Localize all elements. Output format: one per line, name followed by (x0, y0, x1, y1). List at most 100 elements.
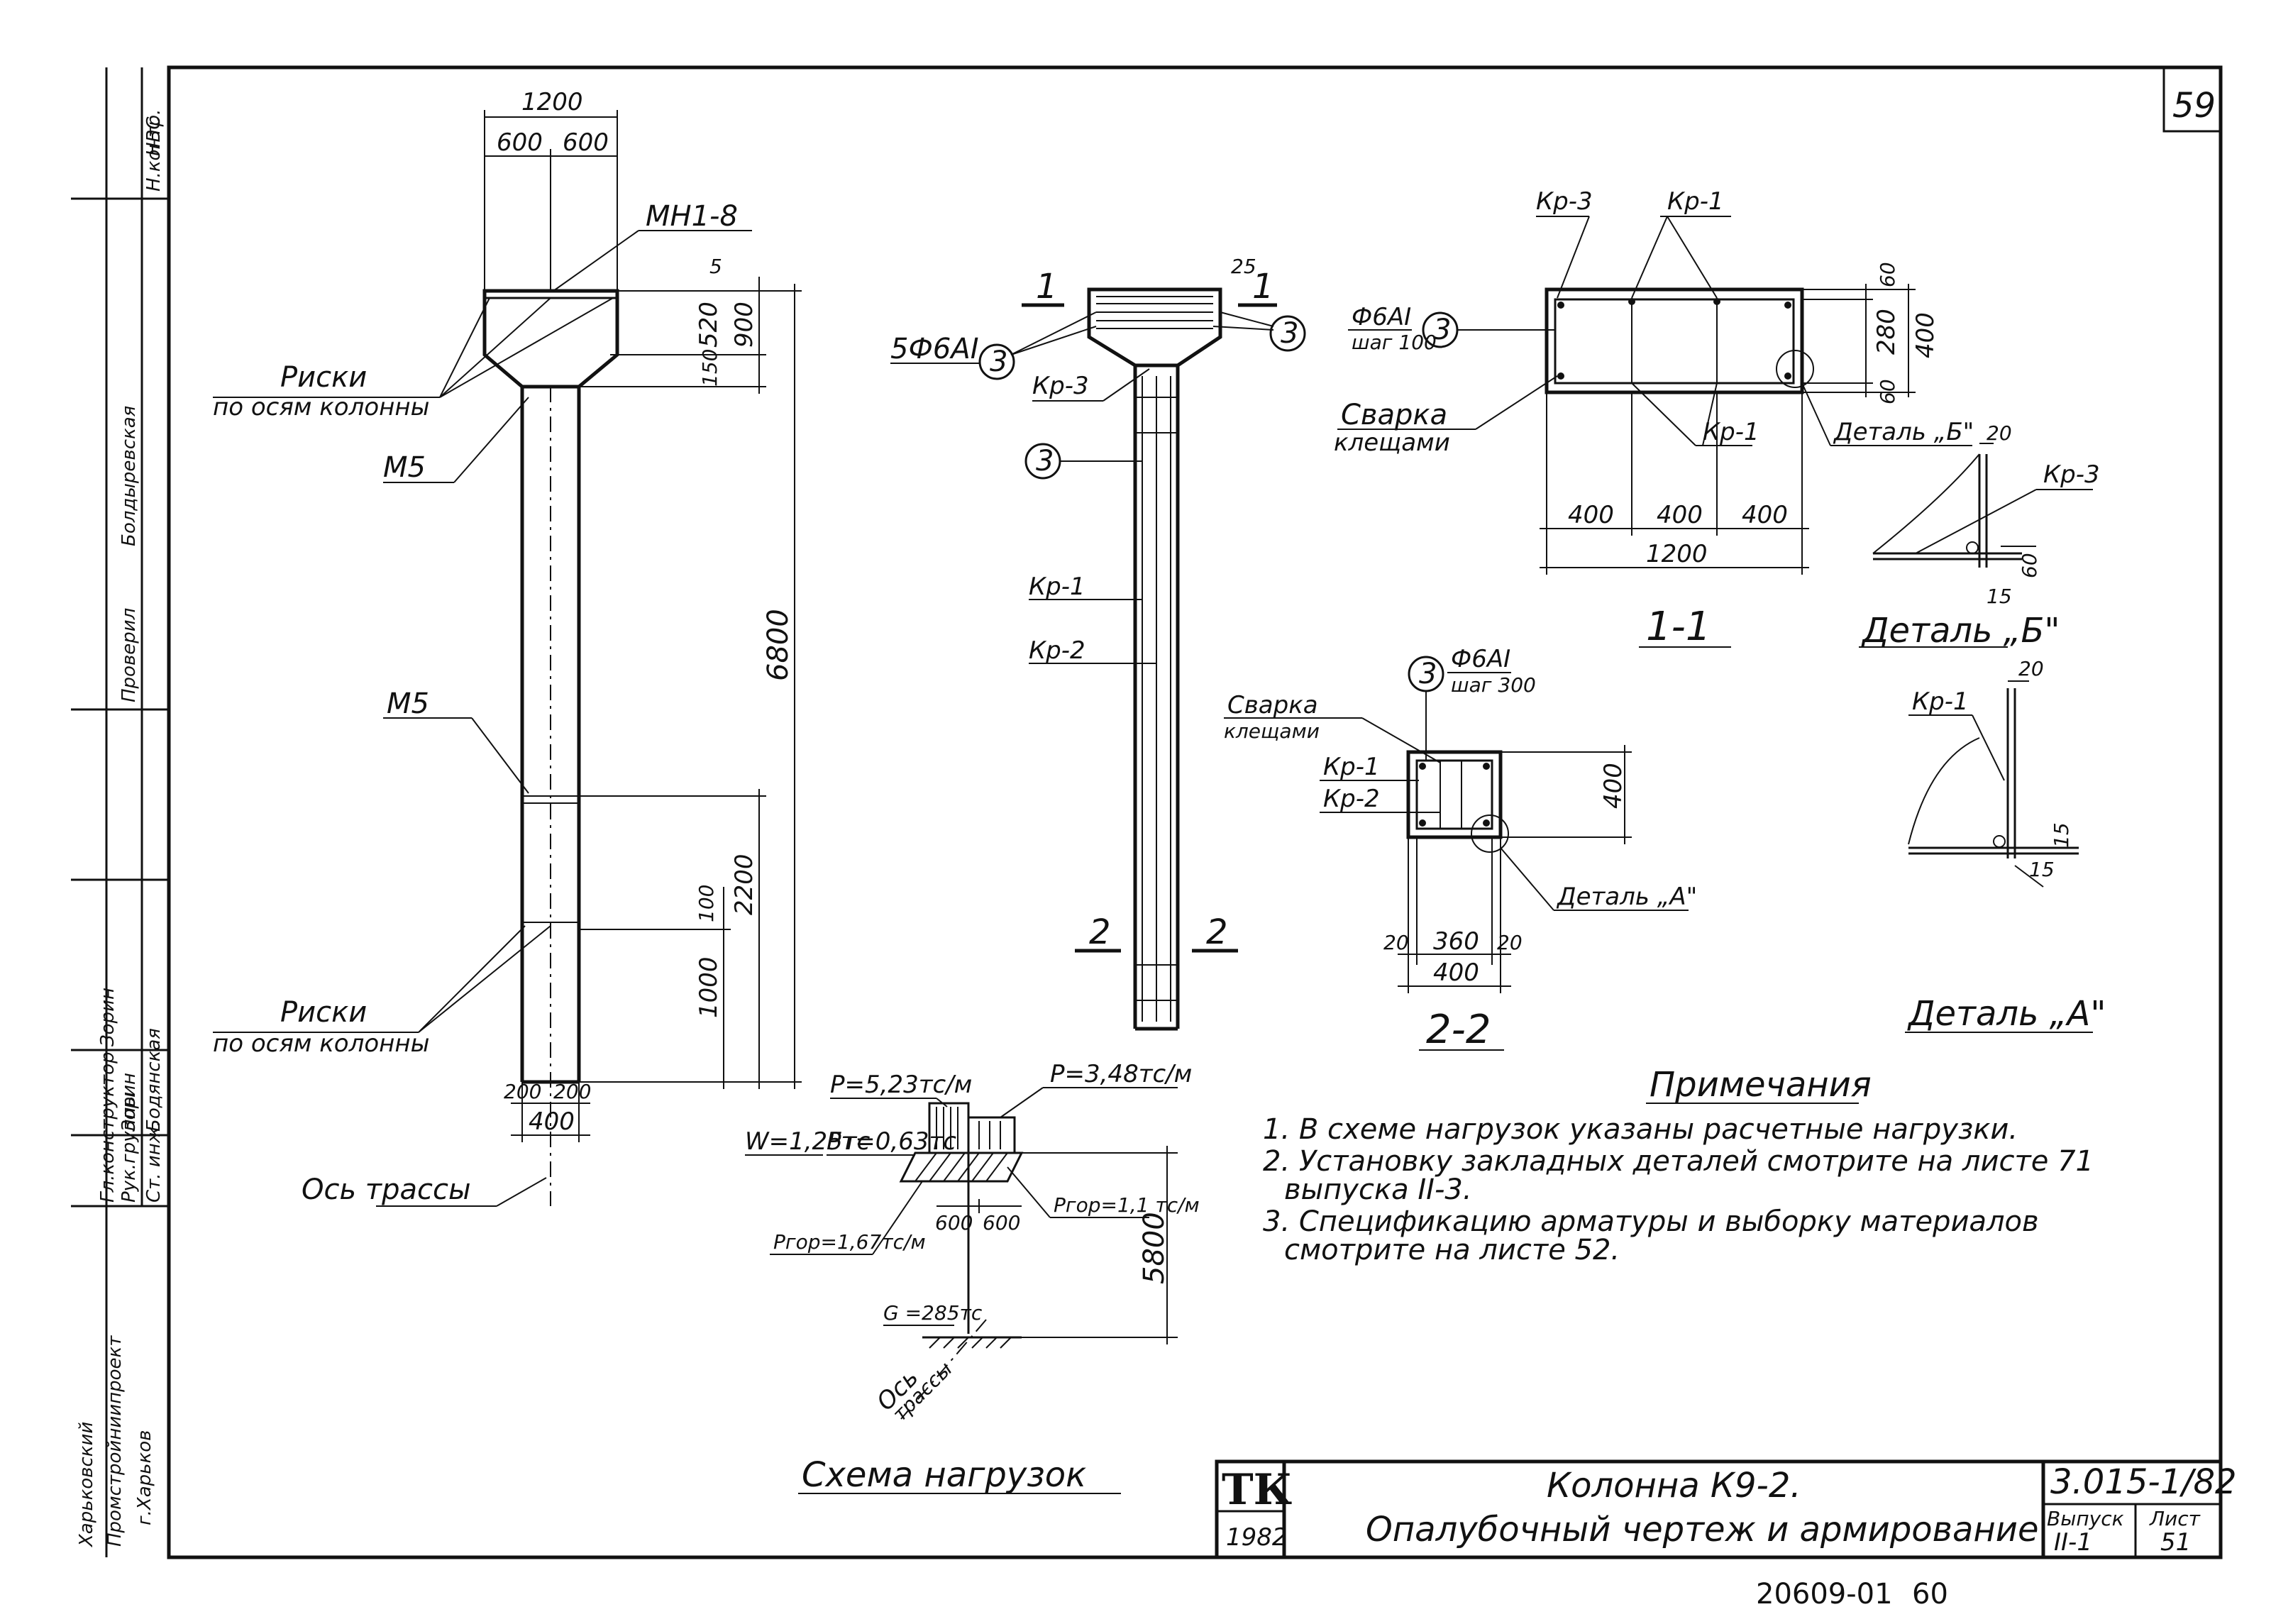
load-label-p2: P=3,48тс/м (1050, 1060, 1192, 1088)
rebar-section-2-left: 2 (1089, 912, 1111, 952)
dim-150: 150 (698, 349, 722, 387)
load-scheme-title: Схема нагрузок (802, 1455, 1086, 1495)
detail-a-dim-20: 20 (2018, 657, 2044, 680)
s11-dim-60-top: 60 (1876, 262, 1899, 287)
load-label-pgor-right: Pгор=1,1 тс/м (1054, 1193, 1200, 1217)
archive-number: 20609-01 (1756, 1578, 1893, 1611)
rebar-dim-25: 25 (1231, 255, 1256, 278)
rebar-head-outline (1087, 287, 1222, 368)
label-m5-upper: М5 (383, 451, 426, 484)
side-name4: Болдыревская (118, 406, 140, 546)
s22-label-detail-a: Деталь „А" (1556, 883, 1697, 911)
dim-1200-top: 1200 (521, 88, 583, 116)
title-block: ТК 1982 Колонна К9-2. Опалубочный чертеж… (1215, 1459, 2237, 1559)
dim-1000: 1000 (695, 956, 723, 1018)
s11-dim-400-c: 400 (1742, 501, 1788, 529)
notes: Примечания 1. В схеме нагрузок указаны р… (1263, 1065, 2094, 1266)
s22-label-weld: Сварка (1227, 691, 1318, 719)
side-name5: НВС (143, 116, 165, 156)
s11-dim-1200: 1200 (1646, 540, 1708, 568)
s11-dim-400-v: 400 (1911, 312, 1940, 358)
rebar-circle-3-right: 3 (1281, 317, 1298, 350)
side-name3: Зорин (97, 988, 118, 1046)
section-2-2-outline (1406, 750, 1503, 839)
detail-a-title: Деталь „А" (1907, 994, 2106, 1034)
dim-6800: 6800 (762, 609, 795, 681)
rebar-label-kr2: Кр-2 (1029, 636, 1085, 665)
s11-label-step: шаг 100 (1352, 331, 1437, 354)
detail-b-label-kr3: Кр-3 (2043, 460, 2100, 489)
rebar-section-1-right: 1 (1252, 267, 1274, 306)
title-code: 3.015-1/82 (2050, 1462, 2237, 1502)
side-org-line2: Промстройниипроект (104, 1335, 126, 1547)
title-line-1: Колонна К9-2. (1547, 1466, 1801, 1506)
s11-dim-400-b: 400 (1657, 501, 1703, 529)
load-label-w: W=1,25тс (745, 1127, 871, 1156)
s11-circle-3: 3 (1433, 314, 1451, 346)
load-dim-5800: 5800 (1138, 1212, 1171, 1284)
section-1-1-outline (1545, 287, 1804, 394)
title-sheet-label: Лист (2149, 1507, 2201, 1530)
label-mn1-8: МН1-8 (646, 200, 738, 233)
dim-900: 900 (730, 302, 758, 348)
side-role4: Проверил (118, 608, 140, 702)
s11-dim-60-bottom: 60 (1876, 379, 1899, 404)
notes-line-1: 1. В схеме нагрузок указаны расчетные на… (1263, 1113, 2018, 1146)
label-m5-lower: М5 (387, 687, 429, 720)
s22-dim-20-left: 20 (1383, 931, 1409, 954)
label-marks-bottom: Риски (280, 996, 367, 1029)
detail-b-dim-20: 20 (1987, 421, 2012, 445)
detail-a-dim-15-b: 15 (2029, 858, 2055, 881)
tk-logo: ТК (1222, 1465, 1292, 1515)
s22-title: 2-2 (1426, 1007, 1491, 1053)
dim-5: 5 (709, 255, 722, 278)
rebar-circle-3-left: 3 (990, 346, 1007, 378)
detail-b-title: Деталь „Б" (1861, 611, 2060, 651)
load-label-pt: Pт=0,63тс (827, 1127, 956, 1156)
s22-dim-400-v: 400 (1599, 763, 1628, 809)
dim-200-right: 200 (553, 1080, 591, 1103)
dim-600-right: 600 (563, 128, 609, 157)
dim-200-left: 200 (504, 1080, 541, 1103)
label-axis-trassa: Ось трассы (302, 1173, 471, 1206)
detail-b: 20 Кр-3 60 15 Деталь „Б" (1859, 421, 2100, 651)
archive-page: 60 (1912, 1578, 1948, 1611)
side-role5: Н.контр. (143, 109, 165, 192)
column-formwork-view: 1200 600 600 5 520 150 900 6800 100 2200… (213, 88, 802, 1207)
section-1-1: Кр-3 Кр-1 Ф6АI шаг 100 3 Сварка клещами … (1334, 187, 1974, 650)
notes-line-2: 2. Установку закладных деталей смотрите … (1263, 1145, 2094, 1178)
dim-600-left: 600 (497, 128, 543, 157)
load-dim-600-b: 600 (983, 1211, 1020, 1234)
load-dim-600-a: 600 (935, 1211, 973, 1234)
s22-dim-400: 400 (1433, 959, 1479, 987)
side-role1: Ст. инж. (143, 1121, 165, 1203)
s11-label-kr3: Кр-3 (1536, 187, 1593, 216)
side-name2: Зорин (118, 1073, 140, 1132)
dim-520: 520 (695, 302, 723, 348)
section-2-2: 3 Ф6АI шаг 300 Сварка клещами Кр-1 Кр-2 … (1224, 645, 1697, 1053)
title-line-2: Опалубочный чертеж и армирование (1366, 1510, 2038, 1550)
s11-dim-400-a: 400 (1568, 501, 1614, 529)
s11-label-weld-sub: клещами (1334, 429, 1450, 457)
title-year: 1982 (1226, 1523, 1288, 1552)
load-label-g: G =285тс (883, 1301, 983, 1325)
sheet-frame (167, 65, 2223, 1559)
dim-2200: 2200 (730, 854, 758, 915)
rebar-label-kr3: Кр-3 (1032, 372, 1089, 400)
load-scheme: P=5,23тс/м P=3,48тс/м W=1,25тс Pт=0,63тс… (745, 1060, 1200, 1495)
load-label-pgor-left: Pгор=1,67тс/м (773, 1230, 926, 1254)
s11-label-weld: Сварка (1341, 399, 1447, 431)
s22-label-step: шаг 300 (1451, 673, 1536, 697)
s11-label-f6: Ф6АI (1352, 303, 1411, 331)
rebar-circle-3-mid: 3 (1036, 445, 1054, 477)
s11-title: 1-1 (1646, 604, 1711, 650)
s22-circle-3: 3 (1419, 658, 1437, 690)
rebar-section-2-right: 2 (1206, 912, 1228, 952)
s22-label-kr1: Кр-1 (1323, 753, 1380, 781)
label-5f6ai: 5Ф6АI (890, 333, 979, 365)
s22-dim-20-right: 20 (1497, 931, 1523, 954)
notes-title: Примечания (1650, 1065, 1872, 1105)
s11-label-kr1-bottom: Кр-1 (1703, 418, 1759, 446)
side-org-line1: Харьковский (76, 1422, 97, 1548)
